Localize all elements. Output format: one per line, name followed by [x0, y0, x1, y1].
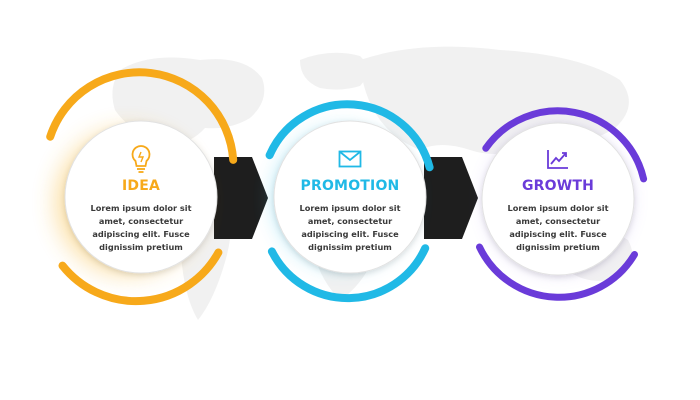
lightbulb-icon — [130, 144, 152, 174]
promotion-ring — [265, 100, 434, 303]
step-title: PROMOTION — [300, 178, 400, 194]
idea-circle — [64, 120, 218, 274]
growth-ring — [476, 107, 648, 301]
step-title: IDEA — [121, 178, 161, 194]
step-description-line: Lorem ipsum dolor sit — [299, 203, 401, 213]
step-description: Lorem ipsum dolor sit amet, consectetur … — [295, 202, 405, 254]
connector-arrow-2 — [424, 157, 478, 239]
step-description-line: dignissim pretium — [99, 242, 183, 252]
step-description-line: adipiscing elit. Fusce — [301, 229, 399, 239]
promotion-circle — [273, 120, 427, 274]
step-promotion: PROMOTION Lorem ipsum dolor sit amet, co… — [277, 124, 423, 270]
connector-arrow-1 — [214, 157, 268, 239]
step-description: Lorem ipsum dolor sit amet, consectetur … — [503, 202, 613, 254]
step-description-line: adipiscing elit. Fusce — [92, 229, 190, 239]
step-growth: GROWTH Lorem ipsum dolor sit amet, conse… — [485, 124, 631, 270]
step-description-line: amet, consectetur — [98, 216, 184, 226]
step-description-line: dignissim pretium — [308, 242, 392, 252]
step-description-line: Lorem ipsum dolor sit — [507, 203, 609, 213]
step-description-line: amet, consectetur — [515, 216, 601, 226]
step-title: GROWTH — [521, 178, 595, 194]
step-description-line: amet, consectetur — [307, 216, 393, 226]
step-description: Lorem ipsum dolor sit amet, consectetur … — [86, 202, 196, 254]
growth-circle — [481, 122, 635, 276]
step-description-line: dignissim pretium — [516, 242, 600, 252]
idea-ring — [46, 68, 238, 306]
envelope-icon — [338, 144, 362, 174]
step-description-line: Lorem ipsum dolor sit — [90, 203, 192, 213]
step-description-line: adipiscing elit. Fusce — [509, 229, 607, 239]
growth-chart-icon — [546, 144, 570, 174]
step-idea: IDEA Lorem ipsum dolor sit amet, consect… — [68, 124, 214, 270]
